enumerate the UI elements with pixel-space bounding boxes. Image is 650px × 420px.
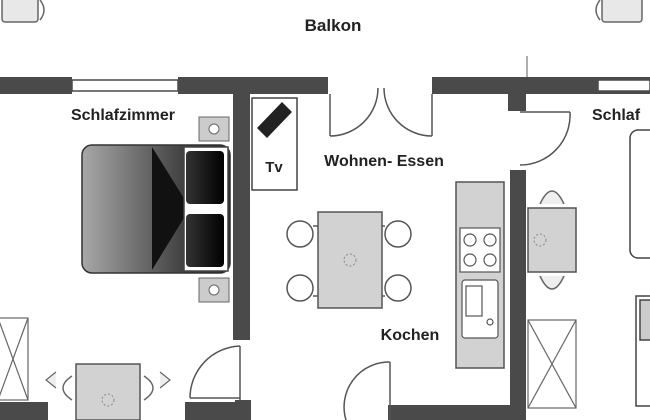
kitchen-label: Kochen [381,327,440,344]
exterior-wall [0,77,650,111]
chair-icon [286,220,412,302]
bed-icon [81,144,231,274]
wardrobe-right [527,319,577,409]
tv-label: Tv [265,159,283,176]
door-swing-right [519,111,571,166]
living-dining-label: Wohnen- Essen [324,153,444,170]
balcony-chair-right [595,0,643,23]
lamp-icon-bottom [198,277,230,303]
table-icon [317,211,383,309]
stove-icon [459,227,501,273]
window-left [71,79,179,92]
bedroom-left-label: Schlafzimmer [71,107,175,124]
door-swing-kitchen [343,361,391,420]
balcony-door [329,87,433,137]
table-right [527,190,577,290]
kitchen-counter [455,181,505,369]
balcony-chair-left [1,0,45,23]
sink-icon [461,279,499,339]
bed-right [629,129,650,259]
side-table-bottom [45,363,171,420]
tv-icon: Tv [251,97,298,191]
wardrobe-left [0,317,29,401]
interior-walls [0,94,526,420]
balcony-label: Balkon [305,16,362,35]
lamp-icon-top [198,116,230,142]
right-wall-fixture [635,295,650,407]
door-swing-bedroom [189,345,241,400]
window-right [597,79,650,92]
bedroom-right-label: Schlaf [592,107,641,124]
